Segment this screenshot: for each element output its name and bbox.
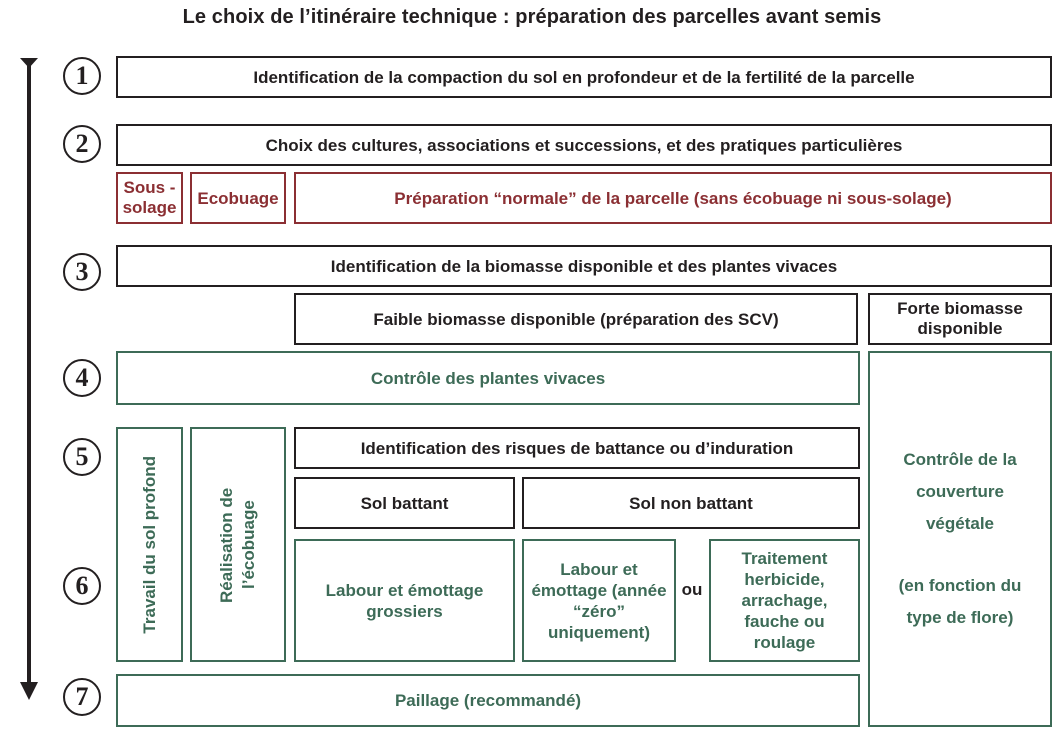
box-travail-sol-profond: Travail du sol profond [116, 427, 183, 662]
box-sol-non-battant: Sol non battant [522, 477, 860, 529]
box-realisation-ecobuage: Réalisation de l’écobuage [190, 427, 286, 662]
step-1-badge: 1 [63, 57, 101, 95]
box-ecobuage: Ecobuage [190, 172, 286, 224]
step-5-badge: 5 [63, 438, 101, 476]
box-traitement-herbicide: Traitement herbicide, arrachage, fauche … [709, 539, 860, 662]
step-4-badge: 4 [63, 359, 101, 397]
box-faible-biomasse: Faible biomasse disponible (préparation … [294, 293, 858, 345]
controle-couverture-note: (en fonction du type de flore) [898, 576, 1022, 627]
step-6-badge: 6 [63, 567, 101, 605]
ou-label: ou [681, 580, 703, 599]
box-identification-biomasse: Identification de la biomasse disponible… [116, 245, 1052, 287]
timeline-arrow-line [27, 64, 31, 684]
realisation-ecobuage-text: Réalisation de l’écobuage [217, 486, 258, 603]
box-identification-compaction: Identification de la compaction du sol e… [116, 56, 1052, 98]
box-forte-biomasse: Forte biomasse disponible [868, 293, 1052, 345]
box-sol-battant: Sol battant [294, 477, 515, 529]
diagram-title: Le choix de l’itinéraire technique : pré… [182, 6, 882, 28]
step-2-badge: 2 [63, 125, 101, 163]
step-3-badge: 3 [63, 253, 101, 291]
controle-couverture-text: Contrôle de la couverture végétale [903, 450, 1017, 533]
box-identification-battance: Identification des risques de battance o… [294, 427, 860, 469]
box-preparation-normale: Préparation “normale” de la parcelle (sa… [294, 172, 1052, 224]
box-paillage: Paillage (recommandé) [116, 674, 860, 727]
box-labour-annee-zero: Labour et émottage (année “zéro” uniquem… [522, 539, 676, 662]
box-choix-cultures: Choix des cultures, associations et succ… [116, 124, 1052, 166]
box-controle-couverture: Contrôle de la couverture végétale (en f… [868, 351, 1052, 727]
box-labour-grossiers: Labour et émottage grossiers [294, 539, 515, 662]
box-controle-vivaces: Contrôle des plantes vivaces [116, 351, 860, 405]
step-7-badge: 7 [63, 678, 101, 716]
timeline-arrow-head [20, 682, 38, 700]
timeline-arrow-tail [20, 58, 38, 68]
travail-sol-profond-text: Travail du sol profond [140, 455, 159, 634]
box-sous-solage: Sous - solage [116, 172, 183, 224]
